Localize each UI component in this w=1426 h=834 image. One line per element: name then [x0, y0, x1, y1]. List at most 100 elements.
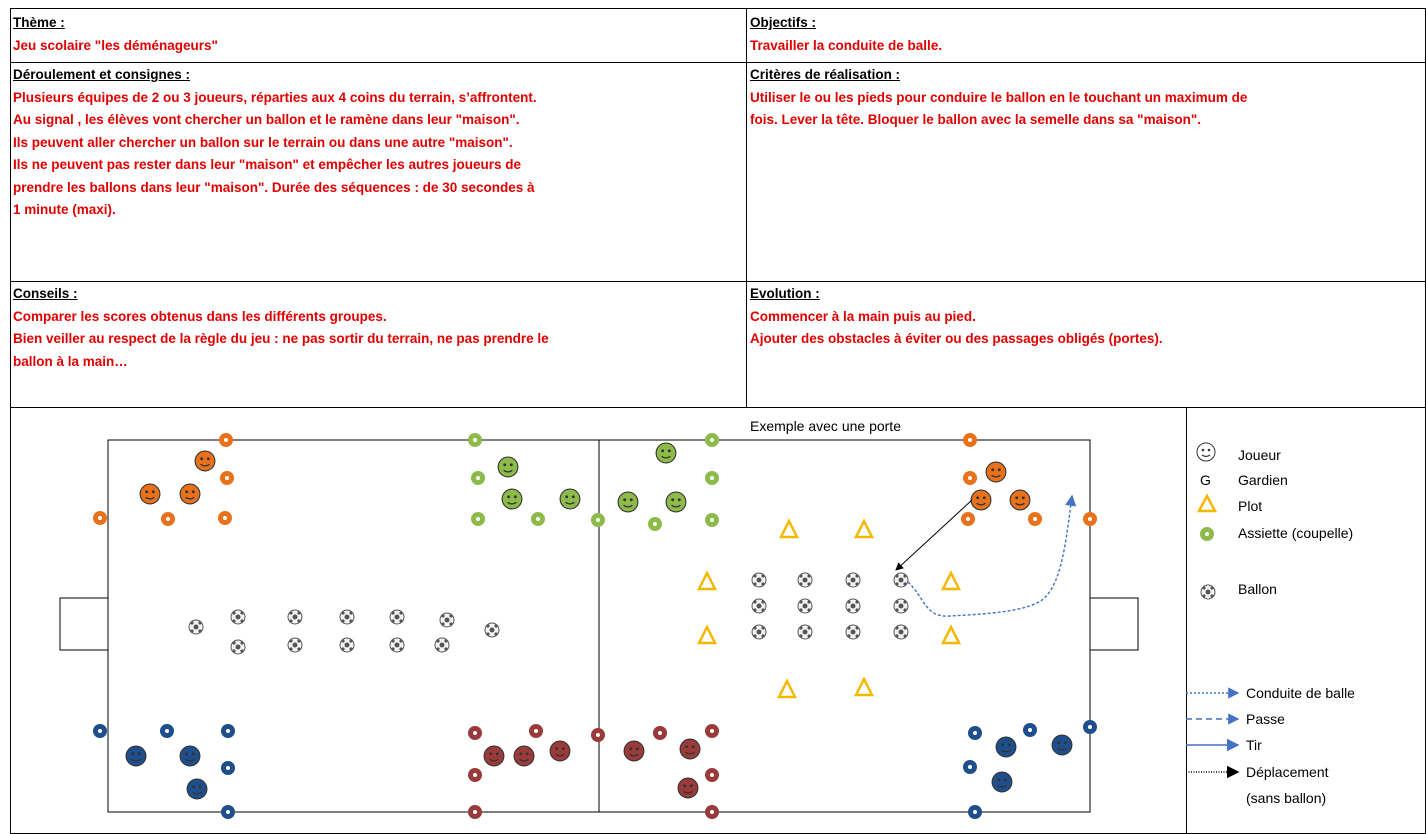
conseils-line: ballon à la main…	[13, 353, 128, 369]
legend-movement-label: Déplacement	[1246, 764, 1329, 780]
cone-hole	[1033, 517, 1037, 521]
deroulement-line: 1 minute (maxi).	[13, 202, 116, 217]
player-icon	[617, 491, 639, 513]
player-icon	[501, 488, 523, 510]
cone-hole	[973, 731, 977, 735]
ball-icon	[845, 624, 861, 640]
cone-hole	[968, 438, 972, 442]
plot-icon	[853, 518, 875, 539]
player-icon	[497, 456, 519, 478]
plot-icon	[696, 624, 718, 645]
cone-hole	[968, 476, 972, 480]
evolution-line: Commencer à la main puis au pied.	[750, 308, 976, 324]
player-icon	[186, 778, 208, 800]
plot-icon	[853, 676, 875, 697]
deroulement-line: Au signal , les élèves vont chercher un …	[13, 112, 520, 127]
cone-hole	[968, 765, 972, 769]
plot-icon	[696, 570, 718, 591]
player-icon	[125, 745, 147, 767]
player-icon	[991, 771, 1013, 793]
objectifs-cell: Objectifs : Travailler la conduite de ba…	[750, 12, 942, 57]
player-icon	[677, 777, 699, 799]
criteres-line: Utiliser le ou les pieds pour conduire l…	[750, 89, 1248, 105]
cone-hole	[596, 733, 600, 737]
legend-shot-label: Tir	[1246, 737, 1262, 753]
cone-hole	[973, 810, 977, 814]
legend-ball-icon	[1200, 584, 1216, 600]
legend-cone-label: Assiette (coupelle)	[1238, 525, 1354, 541]
cone-hole	[226, 810, 230, 814]
evolution-heading: Evolution :	[750, 286, 820, 301]
player-icon	[559, 488, 581, 510]
criteres-heading: Critères de réalisation :	[750, 67, 901, 82]
deroulement-line: Plusieurs équipes de 2 ou 3 joueurs, rép…	[13, 89, 537, 105]
cone-hole	[1088, 725, 1092, 729]
player-icon	[549, 740, 571, 762]
player-icon	[139, 483, 161, 505]
player-icon	[655, 442, 677, 464]
evolution-line: Ajouter des obstacles à éviter ou des pa…	[750, 331, 1163, 346]
plot-icon	[776, 678, 798, 699]
legend-divider	[1186, 407, 1187, 834]
cone-hole	[710, 518, 714, 522]
player-icon	[679, 738, 701, 760]
cone-hole	[476, 517, 480, 521]
legend-ball-label: Ballon	[1238, 581, 1277, 597]
right-goal	[1089, 597, 1139, 651]
row-divider	[10, 62, 1426, 63]
cone-hole	[596, 518, 600, 522]
criteres-line: fois. Lever la tête. Bloquer le ballon a…	[750, 112, 1201, 127]
plot-icon	[778, 518, 800, 539]
player-icon	[483, 745, 505, 767]
legend-plot-icon	[1196, 493, 1218, 513]
ball-icon	[287, 637, 303, 653]
ball-icon	[797, 598, 813, 614]
deroulement-heading: Déroulement et consignes :	[13, 67, 191, 82]
cone-hole	[710, 438, 714, 442]
cone-hole	[224, 438, 228, 442]
cone-hole	[225, 476, 229, 480]
cone-hole	[165, 729, 169, 733]
cone-hole	[223, 516, 227, 520]
conseils-line: Comparer les scores obtenus dans les dif…	[13, 308, 387, 324]
plot-icon	[940, 570, 962, 591]
cone-hole	[473, 438, 477, 442]
ball-icon	[893, 572, 909, 588]
deroulement-cell: Déroulement et consignes : Plusieurs équ…	[13, 64, 537, 222]
ball-icon	[484, 622, 500, 638]
cone-hole	[476, 476, 480, 480]
legend-keeper-symbol: G	[1200, 472, 1211, 488]
ball-icon	[230, 639, 246, 655]
legend-movement-sub: (sans ballon)	[1246, 790, 1327, 806]
objectifs-text: Travailler la conduite de balle.	[750, 37, 943, 53]
theme-text: Jeu scolaire "les déménageurs"	[13, 37, 218, 53]
cone-hole	[966, 517, 970, 521]
player-icon	[1009, 489, 1031, 511]
legend-cone-hole	[1205, 532, 1209, 536]
cone-hole	[226, 729, 230, 733]
legend-player-label: Joueur	[1238, 447, 1281, 463]
ball-icon	[188, 619, 204, 635]
player-icon	[194, 450, 216, 472]
player-icon	[995, 736, 1017, 758]
evolution-cell: Evolution : Commencer à la main puis au …	[750, 283, 1163, 351]
conseils-line: Bien veiller au respect de la règle du j…	[13, 331, 549, 346]
cone-hole	[658, 731, 662, 735]
legend-player-icon	[1196, 442, 1216, 462]
cone-hole	[226, 766, 230, 770]
dribble-path	[907, 494, 1077, 617]
ball-icon	[389, 609, 405, 625]
cone-hole	[473, 810, 477, 814]
pass-arrow	[895, 499, 973, 571]
row-divider	[10, 407, 1426, 408]
ball-icon	[751, 598, 767, 614]
cone-hole	[166, 517, 170, 521]
player-icon	[1051, 734, 1073, 756]
ball-icon	[845, 598, 861, 614]
cone-hole	[710, 476, 714, 480]
cone-hole	[534, 729, 538, 733]
deroulement-line: Ils ne peuvent pas rester dans leur "mai…	[13, 157, 521, 172]
legend-keeper-label: Gardien	[1238, 472, 1288, 488]
conseils-heading: Conseils :	[13, 286, 78, 301]
